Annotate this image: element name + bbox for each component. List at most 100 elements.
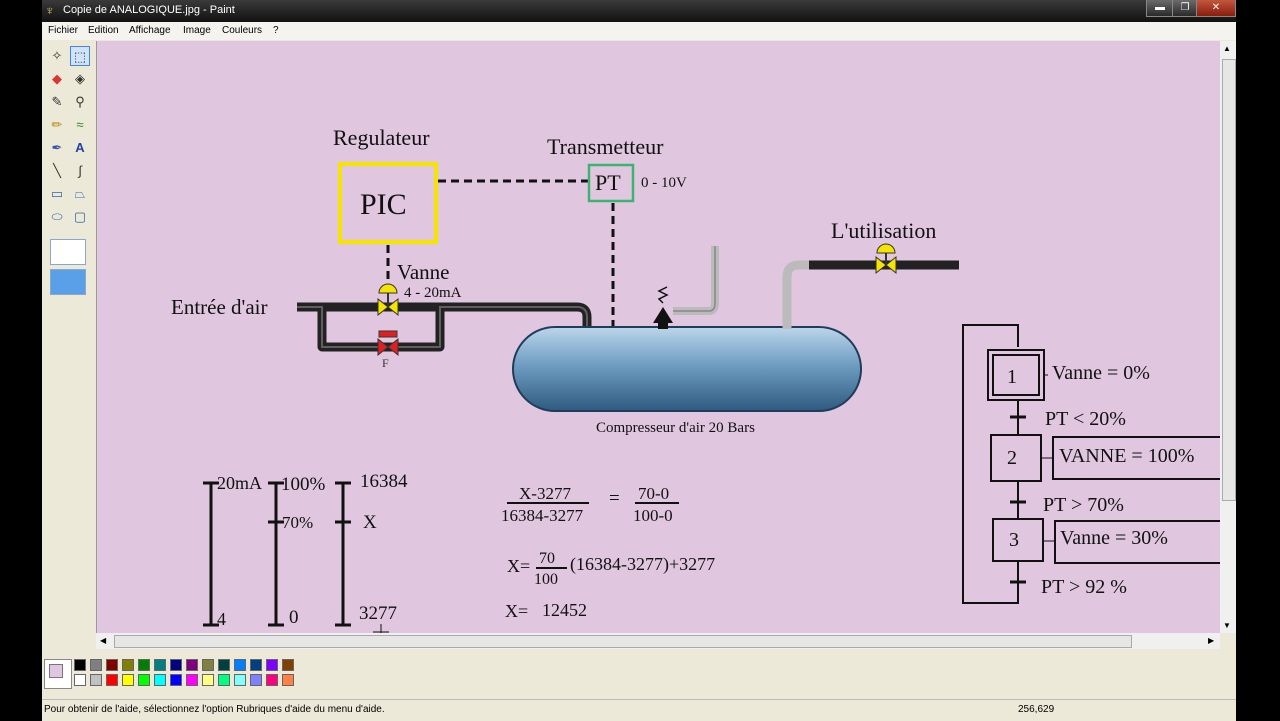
relief-valve-icon [653, 307, 673, 323]
pt-range-label: 0 - 10V [641, 175, 687, 191]
x-equation-suffix: (16384-3277)+3277 [570, 554, 715, 575]
color-swatch[interactable] [234, 659, 246, 671]
free-select-icon[interactable]: ✧ [51, 48, 63, 63]
opaque-option[interactable] [50, 239, 86, 265]
color-swatch[interactable] [282, 659, 294, 671]
frac3-numerator: 70 [539, 550, 555, 567]
color-swatch[interactable] [74, 659, 86, 671]
color-swatch[interactable] [106, 674, 118, 686]
color-swatch[interactable] [106, 659, 118, 671]
color-swatch[interactable] [266, 674, 278, 686]
paint-window: ♆ Copie de ANALOGIQUE.jpg - Paint ▬ ❐ ✕ … [42, 0, 1236, 721]
color-picker-icon[interactable]: ✎ [51, 94, 63, 109]
step2-action-box [1052, 436, 1221, 480]
current-colors[interactable] [44, 659, 72, 689]
rect-select-icon[interactable]: ⬚ [70, 46, 90, 66]
text-icon[interactable]: A [75, 140, 85, 155]
exhaust-pipe [673, 246, 719, 315]
step3-action: Vanne = 30% [1060, 527, 1168, 549]
airbrush-icon[interactable]: ✒ [51, 140, 63, 155]
color-swatch[interactable] [90, 674, 102, 686]
color-swatch[interactable] [154, 659, 166, 671]
scroll-right-icon[interactable]: ▶ [1208, 636, 1215, 645]
frac2-denominator: 100-0 [633, 506, 673, 525]
menu-fichier[interactable]: Fichier [48, 25, 79, 36]
minimize-button[interactable]: ▬ [1146, 0, 1174, 17]
color-swatch[interactable] [90, 659, 102, 671]
color-swatch[interactable] [186, 659, 198, 671]
eraser-icon[interactable]: ◆ [52, 71, 62, 86]
color-swatch[interactable] [122, 674, 134, 686]
status-help-text: Pour obtenir de l'aide, sélectionnez l'o… [44, 704, 385, 715]
step1-number: 1 [1007, 366, 1017, 388]
pt-label: PT [595, 170, 621, 195]
vertical-scroll-thumb[interactable] [1222, 59, 1236, 501]
color-swatch[interactable] [170, 674, 182, 686]
line-icon[interactable]: ╲ [53, 163, 61, 178]
transparent-option[interactable] [50, 269, 86, 295]
close-button[interactable]: ✕ [1196, 0, 1236, 17]
color-swatch[interactable] [122, 659, 134, 671]
vertical-scrollbar[interactable]: ▲ ▼ [1220, 41, 1236, 633]
crosshair-cursor-icon [373, 624, 389, 633]
step3-action-box [1054, 520, 1221, 564]
control-valve-icon [377, 297, 389, 317]
curve-icon[interactable]: ∫ [78, 163, 82, 178]
color-swatch[interactable] [250, 659, 262, 671]
result-prefix: X= [505, 601, 528, 621]
color-swatch[interactable] [186, 674, 198, 686]
polygon-icon[interactable]: ⏢ [74, 186, 86, 201]
ma-top-label: 20mA [217, 473, 262, 493]
rounded-rect-icon[interactable]: ▢ [73, 209, 87, 224]
color-swatch[interactable] [266, 659, 278, 671]
vanne-label: Vanne [397, 260, 449, 284]
color-swatch[interactable] [202, 674, 214, 686]
rectangle-icon[interactable]: ▭ [50, 186, 64, 201]
step3-number: 3 [1009, 529, 1019, 551]
color-swatch[interactable] [154, 674, 166, 686]
horizontal-scrollbar[interactable]: ◀ ▶ [96, 633, 1220, 649]
color-swatch[interactable] [218, 659, 230, 671]
color-swatch[interactable] [170, 659, 182, 671]
step2-number: 2 [1007, 447, 1017, 469]
magnifier-icon[interactable]: ⚲ [75, 94, 85, 109]
menu-help[interactable]: ? [273, 25, 279, 36]
manual-valve-icon [377, 337, 389, 357]
menu-affichage[interactable]: Affichage [129, 25, 171, 36]
menu-image[interactable]: Image [183, 25, 211, 36]
frac1-denominator: 16384-3277 [501, 506, 584, 525]
color-swatch[interactable] [138, 659, 150, 671]
color-swatch[interactable] [218, 674, 230, 686]
color-swatch[interactable] [202, 659, 214, 671]
color-swatch[interactable] [234, 674, 246, 686]
color-swatch[interactable] [282, 674, 294, 686]
menu-couleurs[interactable]: Couleurs [222, 25, 263, 36]
color-swatch[interactable] [74, 674, 86, 686]
grafcet-loop [962, 324, 1019, 604]
frac3-denominator: 100 [534, 571, 558, 588]
color-swatch[interactable] [250, 674, 262, 686]
vanne-signal-label: 4 - 20mA [404, 285, 462, 301]
menu-edition[interactable]: Edition [88, 25, 119, 36]
fill-bucket-icon[interactable]: ◈ [75, 71, 85, 86]
ellipse-icon[interactable]: ⬭ [51, 209, 63, 224]
drawing-canvas[interactable]: Regulateur PIC Transmetteur PT 0 - 10V V… [96, 41, 1221, 633]
ma-bottom-label: 4 [217, 609, 226, 629]
regulateur-label: Regulateur [333, 125, 430, 150]
maximize-button[interactable]: ❐ [1172, 0, 1198, 17]
horizontal-scroll-thumb[interactable] [114, 635, 1132, 648]
color-palette [42, 652, 1236, 694]
scroll-left-icon[interactable]: ◀ [100, 636, 107, 645]
outlet-valve-icon [875, 255, 887, 275]
pencil-icon[interactable]: ✏ [51, 117, 63, 132]
transition2-label: PT > 70% [1043, 494, 1124, 516]
scroll-down-icon[interactable]: ▼ [1223, 621, 1231, 630]
pt-box [587, 163, 635, 203]
pic-label: PIC [360, 188, 407, 221]
foreground-color[interactable] [49, 664, 63, 678]
scroll-up-icon[interactable]: ▲ [1223, 44, 1231, 53]
brush-icon[interactable]: ≈ [76, 117, 84, 132]
paint-app-icon: ♆ [45, 3, 55, 18]
color-swatch[interactable] [138, 674, 150, 686]
raw-mid-label: X [363, 512, 377, 533]
